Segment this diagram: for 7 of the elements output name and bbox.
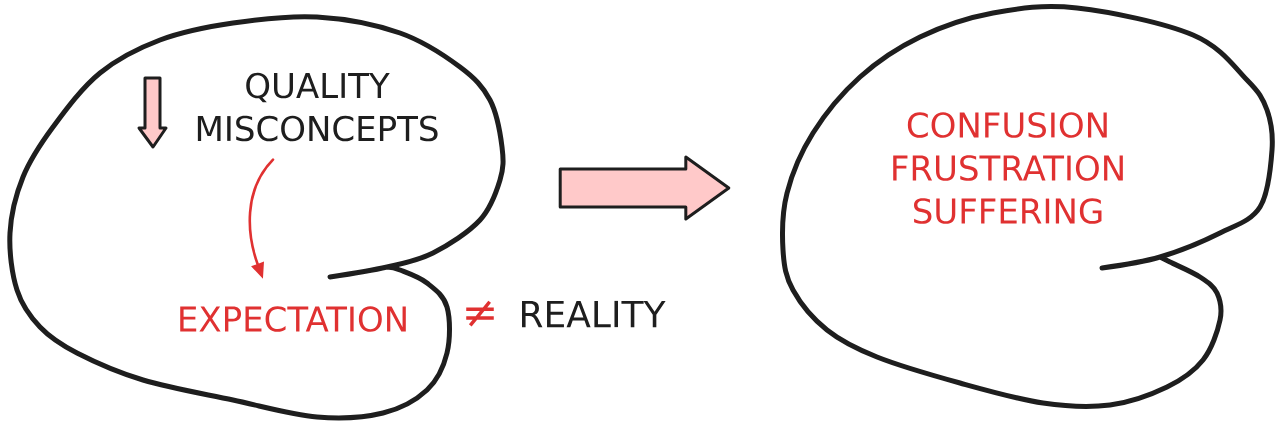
blob-outline: CONFUSION FRUSTRATION SUFFERING <box>780 4 1275 409</box>
text-label: REALITY <box>522 300 666 328</box>
blob-outline <box>7 14 506 421</box>
block-arrow <box>558 155 731 221</box>
not-equal-sign: ≠ <box>466 300 494 327</box>
text-label: EXPECTATION <box>180 306 406 332</box>
text-label: QUALITY MISCONCEPTS <box>197 72 438 142</box>
